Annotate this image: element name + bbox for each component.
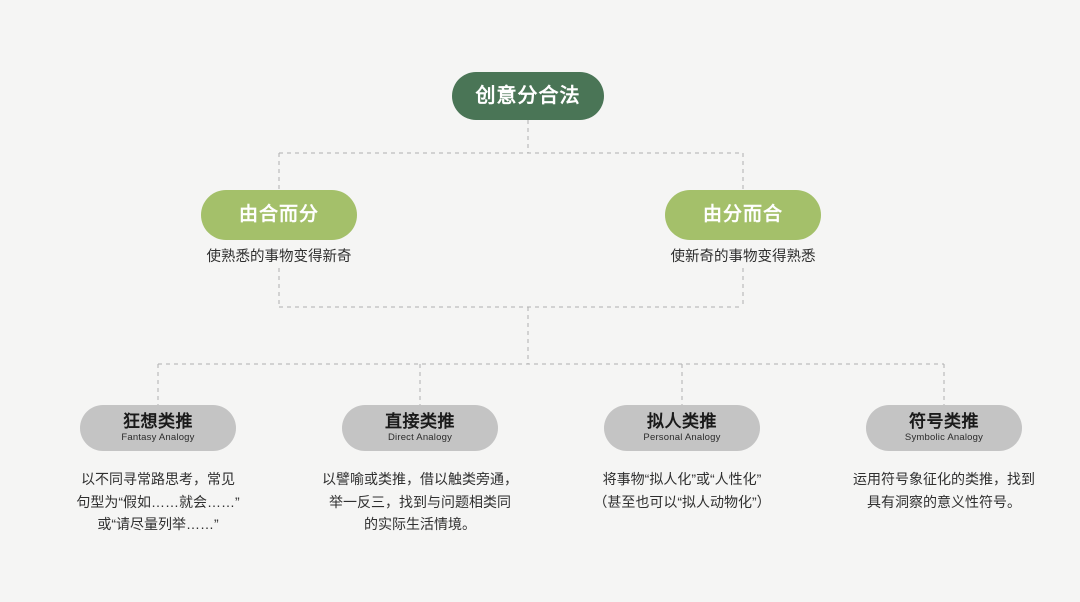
branch-node-left-title: 由合而分	[238, 204, 319, 226]
leaf-node-title: 符号类推	[909, 411, 979, 431]
branch-node-left[interactable]: 由合而分	[201, 190, 357, 240]
description-line: 或“请尽量列举……”	[97, 516, 219, 533]
leaf-description-fantasy-analogy: 以不同寻常路思考，常见句型为“假如……就会……” 或“请尽量列举……”	[32, 468, 284, 536]
leaf-node-subtitle: Direct Analogy	[387, 432, 453, 444]
leaf-node-direct-analogy[interactable]: 直接类推 Direct Analogy	[342, 405, 498, 451]
description-line: 以不同寻常路思考，常见	[81, 471, 235, 487]
description-line: 举一反三，找到与问题相类同	[329, 493, 511, 510]
leaf-node-title: 拟人类推	[647, 411, 717, 431]
leaf-description-direct-analogy: 以譬喻或类推，借以触类旁通， 举一反三，找到与问题相类同的实际生活情境。	[294, 468, 546, 536]
description-line: （甚至也可以“拟人动物化”）	[593, 493, 771, 510]
branch-caption-left: 使熟悉的事物变得新奇	[206, 249, 352, 265]
leaf-node-title: 直接类推	[385, 411, 455, 431]
description-line: 具有洞察的意义性符号。	[867, 493, 1021, 510]
leaf-description-symbolic-analogy: 运用符号象征化的类推，找到具有洞察的意义性符号。	[818, 468, 1070, 513]
branch-node-right-title: 由分而合	[702, 204, 783, 226]
leaf-node-fantasy-analogy[interactable]: 狂想类推 Fantasy Analogy	[80, 405, 236, 451]
leaf-node-symbolic-analogy[interactable]: 符号类推 Symbolic Analogy	[866, 405, 1022, 451]
leaf-node-subtitle: Fantasy Analogy	[121, 432, 195, 444]
root-node-title: 创意分合法	[475, 84, 581, 107]
leaf-node-title: 狂想类推	[123, 411, 193, 431]
branch-node-right[interactable]: 由分而合	[665, 190, 821, 240]
leaf-node-subtitle: Personal Analogy	[643, 432, 721, 444]
description-line: 以譬喻或类推，借以触类旁通，	[322, 471, 518, 487]
root-node[interactable]: 创意分合法	[452, 72, 604, 120]
description-line: 将事物“拟人化”或“人性化”	[602, 471, 762, 487]
description-line: 句型为“假如……就会……”	[76, 493, 240, 510]
description-line: 的实际生活情境。	[364, 516, 476, 533]
branch-caption-right: 使新奇的事物变得熟悉	[670, 249, 816, 265]
leaf-node-subtitle: Symbolic Analogy	[904, 432, 984, 444]
description-line: 运用符号象征化的类推，找到	[853, 471, 1035, 487]
leaf-description-personal-analogy: 将事物“拟人化”或“人性化” （甚至也可以“拟人动物化”）	[556, 468, 808, 513]
leaf-node-personal-analogy[interactable]: 拟人类推 Personal Analogy	[604, 405, 760, 451]
